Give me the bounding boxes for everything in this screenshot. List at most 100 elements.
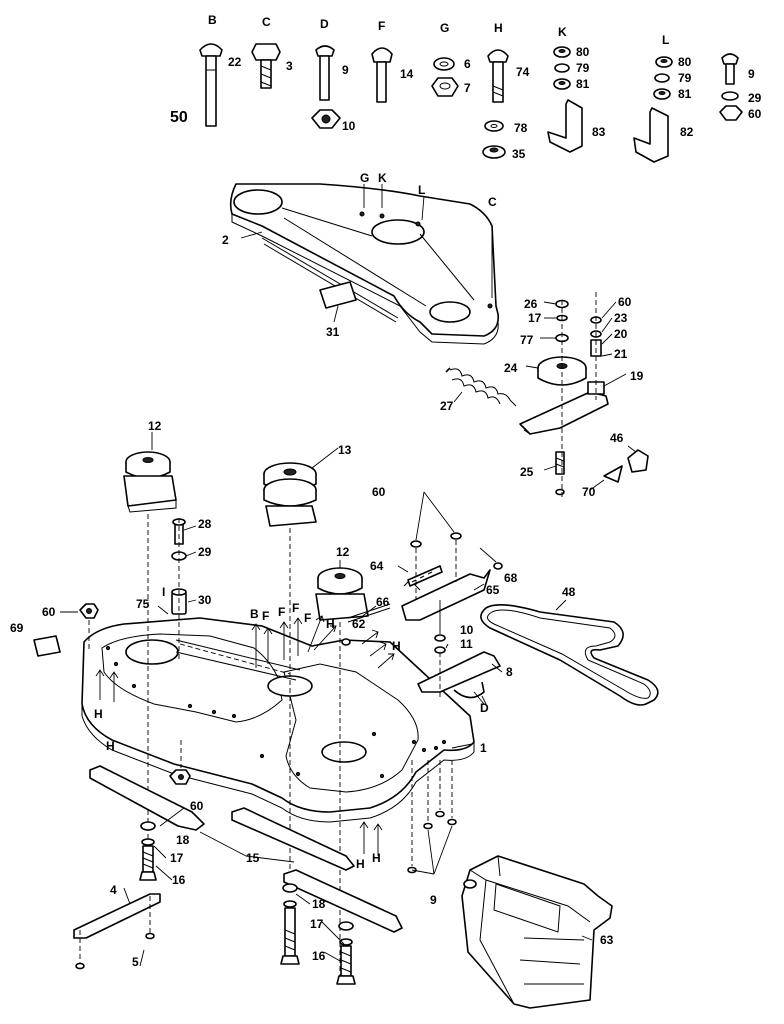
bolts-9 <box>407 760 457 874</box>
label-4: 4 <box>110 883 117 897</box>
label-70: 70 <box>582 485 596 499</box>
bolt-b <box>199 43 223 127</box>
label-66: 66 <box>376 595 390 609</box>
label-13: 13 <box>338 443 352 457</box>
label-H-top: H <box>494 21 503 35</box>
mower-deck <box>81 617 475 823</box>
label-25: 25 <box>520 465 534 479</box>
label-29-right: 29 <box>748 91 762 105</box>
label-62: 62 <box>352 617 366 631</box>
label-83: 83 <box>592 125 606 139</box>
label-B-arrow: B <box>250 607 259 621</box>
washer-78 <box>484 120 504 132</box>
right-blade-hardware <box>336 921 356 985</box>
label-10-top: 10 <box>342 119 356 133</box>
label-68: 68 <box>504 571 518 585</box>
label-60-idler: 60 <box>618 295 632 309</box>
label-I: I <box>162 585 165 599</box>
pad-31 <box>319 281 357 309</box>
label-26: 26 <box>524 297 538 311</box>
k-stack <box>553 46 571 90</box>
label-9-bolts: 9 <box>430 893 437 907</box>
blade-center <box>231 807 355 871</box>
label-12-left: 12 <box>148 419 162 433</box>
label-F-arrow-2: F <box>278 605 285 619</box>
center-blade-hardware <box>280 883 300 965</box>
hardware-row <box>199 43 743 163</box>
label-18-center: 18 <box>312 897 326 911</box>
label-60-left: 60 <box>42 605 56 619</box>
bolt-c <box>251 43 281 89</box>
label-F-top: F <box>378 19 385 33</box>
label-L-top: L <box>662 33 669 47</box>
deck-cover-plate <box>229 183 500 345</box>
label-60-right: 60 <box>748 107 762 121</box>
leader-lines <box>60 184 637 967</box>
label-10-guide: 10 <box>460 623 474 637</box>
label-35: 35 <box>512 147 526 161</box>
label-H-bottom-2: H <box>372 851 381 865</box>
label-D-guide: D <box>480 701 489 715</box>
label-82: 82 <box>680 125 694 139</box>
label-6: 6 <box>464 57 471 71</box>
label-63: 63 <box>600 933 614 947</box>
label-30: 30 <box>198 593 212 607</box>
label-B-top: B <box>208 13 217 27</box>
label-23: 23 <box>614 311 628 325</box>
label-46: 46 <box>610 431 624 445</box>
label-74: 74 <box>516 65 530 79</box>
label-15: 15 <box>246 851 260 865</box>
label-5: 5 <box>132 955 139 969</box>
label-F-arrow-1: F <box>262 609 269 623</box>
label-17-left: 17 <box>170 851 184 865</box>
idler-assembly <box>445 292 649 500</box>
blade-right <box>283 869 403 933</box>
label-12-right: 12 <box>336 545 350 559</box>
label-69: 69 <box>10 621 24 635</box>
nut-7 <box>431 77 459 97</box>
deck-holes <box>105 645 447 779</box>
nut-60-lower <box>169 740 191 785</box>
bracket-65 <box>401 532 503 621</box>
rod-66 <box>341 603 391 646</box>
label-16-center: 16 <box>312 949 326 963</box>
label-F-arrow-4: F <box>304 611 311 625</box>
label-21: 21 <box>614 347 628 361</box>
label-17-idler: 17 <box>528 311 542 325</box>
label-81-k: 81 <box>576 77 590 91</box>
label-81-l: 81 <box>678 87 692 101</box>
nut-10 <box>311 109 341 129</box>
belt-guide-8 <box>417 634 501 700</box>
label-60-lower: 60 <box>190 799 204 813</box>
label-3: 3 <box>286 59 293 73</box>
label-24: 24 <box>504 361 518 375</box>
label-48: 48 <box>562 585 576 599</box>
label-9-right: 9 <box>748 67 755 81</box>
label-K-top: K <box>558 25 567 39</box>
bracket-83 <box>547 99 583 153</box>
lockwasher-6 <box>433 57 455 71</box>
label-20: 20 <box>614 327 628 341</box>
label-F-arrow-3: F <box>292 601 299 615</box>
label-28: 28 <box>198 517 212 531</box>
nut-60-left <box>79 603 99 650</box>
label-11: 11 <box>460 637 473 651</box>
label-C-top: C <box>262 15 271 29</box>
spindle-12-left <box>123 451 177 880</box>
pad-69 <box>33 635 61 657</box>
label-27: 27 <box>440 399 454 413</box>
direction-arrows <box>95 615 395 856</box>
spindle-12-right <box>315 567 369 980</box>
label-17-center: 17 <box>310 917 324 931</box>
label-16-left: 16 <box>172 873 186 887</box>
label-22: 22 <box>228 55 242 69</box>
label-80-k: 80 <box>576 45 590 59</box>
label-18-left: 18 <box>176 833 190 847</box>
label-L-plate: L <box>418 183 425 197</box>
discharge-chute-63 <box>461 855 613 1009</box>
label-80-l: 80 <box>678 55 692 69</box>
stud-28-29-30 <box>171 518 187 660</box>
label-D-top: D <box>320 17 329 31</box>
label-77: 77 <box>520 333 534 347</box>
